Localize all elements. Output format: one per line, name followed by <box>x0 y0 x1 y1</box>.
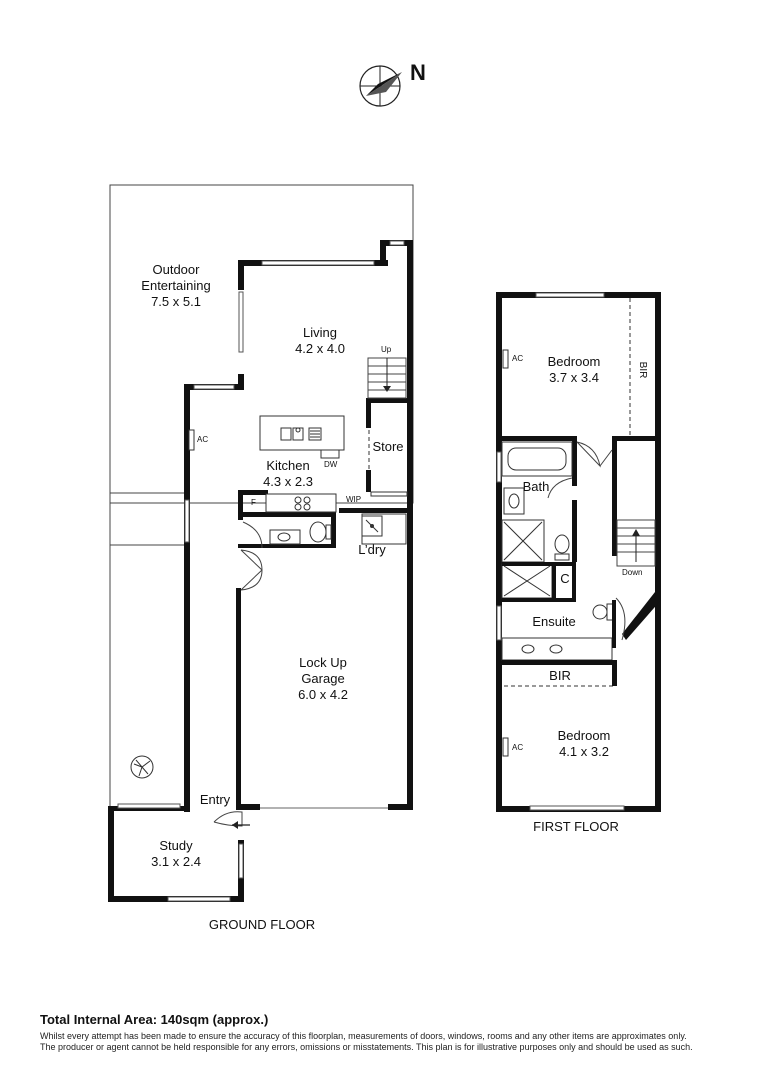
bedroom-2-label: Bedroom <box>558 728 611 743</box>
north-arrow-icon <box>359 65 402 107</box>
garage-label-2: Garage <box>301 671 344 686</box>
disclaimer: Whilst every attempt has been made to en… <box>40 1031 750 1053</box>
study-dims: 3.1 x 2.4 <box>151 854 201 869</box>
bedroom-1-label: Bedroom <box>548 354 601 369</box>
garage-label: Lock Up <box>299 655 347 670</box>
stairs-down <box>616 519 656 567</box>
entry-label: Entry <box>200 792 231 807</box>
cupboard-tag: C <box>560 571 569 586</box>
tree-icon <box>130 755 154 779</box>
plan-footer: Total Internal Area: 140sqm (approx.) Wh… <box>40 1012 750 1053</box>
wip-tag: WIP <box>346 495 361 504</box>
bedroom-1-dims: 3.7 x 3.4 <box>549 370 599 385</box>
bath-label: Bath <box>523 479 550 494</box>
disclaimer-line-1: Whilst every attempt has been made to en… <box>40 1031 687 1041</box>
ground-floor-plan <box>108 184 414 902</box>
dishwasher-tag: DW <box>324 460 338 469</box>
first-floor-plan <box>496 292 661 812</box>
outdoor-entertaining-label-2: Entertaining <box>141 278 210 293</box>
ac-tag-bedroom-2: AC <box>512 743 523 752</box>
store-label: Store <box>372 439 403 454</box>
study-label: Study <box>159 838 193 853</box>
disclaimer-line-2: The producer or agent cannot be held res… <box>40 1042 693 1052</box>
outdoor-area-outline <box>109 184 414 504</box>
kitchen-dims: 4.3 x 2.3 <box>263 474 313 489</box>
stairs-up-label: Up <box>381 345 392 354</box>
ac-tag-bedroom-1: AC <box>512 354 523 363</box>
bir-side-tag: BIR <box>637 362 648 379</box>
outdoor-entertaining-dims: 7.5 x 5.1 <box>151 294 201 309</box>
fridge-tag: F <box>251 498 256 507</box>
kitchen-label: Kitchen <box>266 458 309 473</box>
living-label: Living <box>303 325 337 340</box>
outdoor-entertaining-label: Outdoor <box>153 262 201 277</box>
total-internal-area: Total Internal Area: 140sqm (approx.) <box>40 1012 269 1027</box>
kitchen-island <box>259 415 345 459</box>
ensuite-label: Ensuite <box>532 614 575 629</box>
garage-dims: 6.0 x 4.2 <box>298 687 348 702</box>
living-dims: 4.2 x 4.0 <box>295 341 345 356</box>
ground-floor-caption: GROUND FLOOR <box>209 917 315 932</box>
laundry-label: L’dry <box>358 542 386 557</box>
bedroom-2-dims: 4.1 x 3.2 <box>559 744 609 759</box>
stairs-down-label: Down <box>622 568 642 577</box>
ac-tag-ground: AC <box>197 435 208 444</box>
bir-mid-tag: BIR <box>549 668 571 683</box>
first-floor-caption: FIRST FLOOR <box>533 819 619 834</box>
stairs-up <box>367 357 407 399</box>
north-label: N <box>410 60 426 85</box>
